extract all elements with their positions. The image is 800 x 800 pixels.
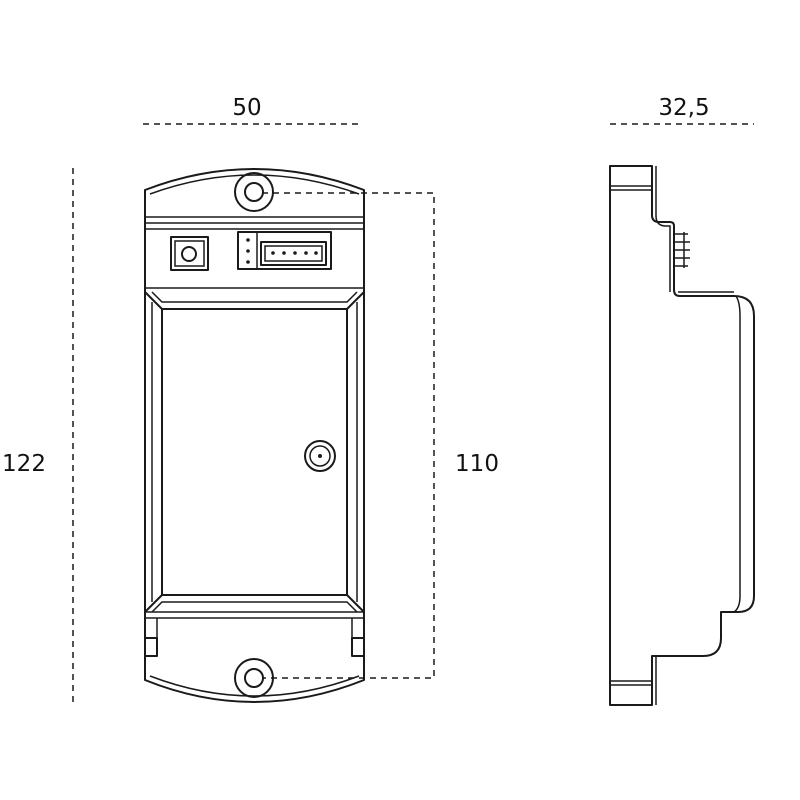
connector-pin — [246, 249, 250, 253]
left-latch-tab — [144, 637, 158, 657]
panel-top-chamfer-inner — [151, 291, 358, 303]
status-led-icon — [318, 454, 322, 458]
front-view — [144, 168, 365, 703]
front-top-edge — [149, 174, 360, 195]
right-latch-tab — [351, 637, 365, 657]
panel-bottom-chamfer-inner — [151, 601, 358, 613]
side-step-inner-edge — [655, 215, 671, 292]
connector-pin — [271, 251, 275, 255]
connector-socket — [260, 241, 327, 266]
connector-housing — [237, 231, 332, 270]
depth-dimension-label: 32,5 — [658, 95, 709, 121]
mount-spacing-dimension-line — [262, 192, 435, 679]
lower-mounting-hole-inner — [244, 668, 264, 688]
connector-socket-inner — [264, 245, 323, 262]
status-led-outer — [304, 440, 336, 472]
width-dimension-label: 50 — [232, 95, 261, 121]
side-front-cover-edge — [733, 295, 741, 613]
connector-pin — [246, 238, 250, 242]
lower-mounting-hole-outer — [234, 658, 274, 698]
height-dimension-label: 122 — [2, 451, 46, 477]
panel-bottom-chamfer — [144, 594, 365, 613]
upper-mounting-hole-outer — [234, 172, 274, 212]
push-button-frame — [174, 240, 205, 267]
status-led-ring — [309, 445, 331, 467]
push-button-housing — [170, 236, 209, 271]
upper-mounting-hole-inner — [244, 182, 264, 202]
connector-pin — [293, 251, 297, 255]
front-outer-housing — [144, 168, 365, 703]
connector-pin — [314, 251, 318, 255]
front-bottom-edge — [149, 675, 360, 697]
side-view — [609, 165, 755, 706]
connector-pin — [246, 260, 250, 264]
side-outer-housing — [609, 165, 755, 706]
push-button-icon — [181, 246, 197, 262]
connector-pin — [282, 251, 286, 255]
connector-pin — [304, 251, 308, 255]
panel-top-chamfer — [144, 291, 365, 310]
mount-spacing-dimension-label: 110 — [455, 451, 499, 477]
front-cover-panel — [161, 308, 348, 596]
